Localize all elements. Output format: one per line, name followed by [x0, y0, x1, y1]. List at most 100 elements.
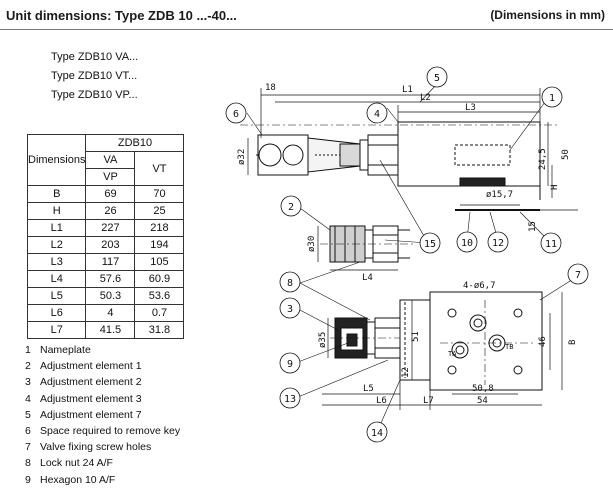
type-item: Type ZDB10 VP...: [51, 89, 138, 101]
legend-item: 4 Adjustment element 3: [25, 391, 205, 407]
adjustment-element-2: [327, 317, 401, 359]
legend-num: 7: [25, 441, 31, 454]
legend-text: Space required to remove key: [40, 425, 181, 438]
legend-text: Lock nut 24 A/F: [40, 457, 113, 470]
leader-3: [297, 308, 339, 331]
screw-hole: [513, 308, 523, 318]
dim-label: 12: [401, 367, 411, 378]
legend-item: 7 Valve fixing screw holes: [25, 439, 205, 455]
legend-item: 2 Adjustment element 1: [25, 358, 205, 374]
dim-label: 46: [538, 336, 548, 347]
callouts: 1 2 3 4 5 6 7 8 9 10 11 12 13 14 15: [225, 66, 589, 443]
callout-text: 8: [287, 278, 293, 289]
subplate-section: [455, 204, 578, 211]
cell-va-vp: 227: [85, 219, 136, 237]
port-inner: [455, 345, 465, 355]
callout-15: 15: [419, 232, 441, 254]
callout-text: 3: [287, 304, 293, 315]
dim-label: B: [568, 340, 578, 345]
legend-num: 8: [25, 457, 31, 470]
row-label: L5: [26, 287, 87, 305]
callout-text: 2: [288, 202, 294, 213]
dim-label: L5: [363, 384, 374, 394]
cell-va-vp: 57.6: [85, 270, 136, 288]
dim-label: L2: [420, 93, 431, 103]
leader-11: [519, 211, 549, 241]
callout-1: 1: [541, 86, 563, 108]
key-circle: [258, 143, 282, 167]
dim-label: H: [550, 185, 560, 190]
legend-num: 4: [25, 392, 31, 405]
port-inner: [473, 318, 483, 328]
callout-3: 3: [279, 297, 301, 319]
callout-text: 15: [424, 239, 436, 250]
callout-13: 13: [279, 387, 301, 409]
cell-vt: 25: [134, 202, 185, 220]
dim-label: L6: [376, 396, 387, 406]
row-label: L1: [26, 219, 87, 237]
port-label: TA: [448, 350, 457, 358]
type-list: Type ZDB10 VA... Type ZDB10 VT... Type Z…: [51, 48, 138, 105]
dim-label: L1: [402, 85, 413, 95]
dim-label: ø32: [237, 149, 247, 165]
callout-text: 12: [492, 238, 504, 249]
legend-num: 6: [25, 425, 31, 438]
legend-text: Adjustment element 3: [40, 392, 142, 405]
front-body: [429, 291, 543, 391]
technical-drawing: 18 L1 L2 L3 ø32 24,5 50 H ø15,7 15 ø30 L…: [225, 66, 589, 443]
cell-vt: 70: [134, 185, 185, 203]
scale-ring: [339, 143, 361, 167]
page-title: Unit dimensions: Type ZDB 10 ...-40...: [6, 8, 237, 23]
callout-5: 5: [426, 66, 448, 88]
type-item: Type ZDB10 VA...: [51, 51, 139, 63]
legend-text: Nameplate: [40, 344, 91, 356]
legend-text: Valve fixing screw holes: [40, 441, 152, 454]
dim-label: L4: [362, 273, 373, 283]
leader-4: [386, 107, 399, 123]
col-header-va: VA: [85, 151, 136, 169]
dim-label: L3: [465, 103, 476, 113]
legend-num: 2: [25, 360, 31, 373]
dim-label: 24,5: [538, 148, 548, 170]
adjustment-element-1: [317, 225, 415, 271]
cell-vt: 31.8: [134, 321, 185, 339]
dim-label: 54: [477, 396, 488, 406]
legend-num: 1: [25, 344, 31, 356]
cell-va-vp: 41.5: [85, 321, 136, 339]
callout-2: 2: [280, 195, 302, 217]
col-header-vp: VP: [85, 168, 136, 186]
page-header: Unit dimensions: Type ZDB 10 ...-40... (…: [0, 0, 613, 28]
cell-va-vp: 26: [85, 202, 136, 220]
row-label: L4: [26, 270, 87, 288]
callout-14: 14: [366, 421, 388, 443]
screw-hole: [447, 308, 457, 318]
callout-text: 11: [545, 239, 557, 250]
top-dimensions: [247, 88, 553, 198]
callout-text: 13: [284, 394, 296, 405]
port-circle: [469, 314, 487, 332]
callout-text: 14: [371, 428, 383, 439]
legend-item: 6 Space required to remove key: [25, 423, 205, 439]
callout-10: 10: [456, 231, 478, 253]
hex-socket: [346, 333, 358, 347]
callout-text: 6: [233, 109, 239, 120]
valve-body: [397, 121, 541, 187]
cell-va-vp: 69: [85, 185, 136, 203]
legend-text: Hexagon 10 A/F: [40, 473, 116, 486]
dim-label: 18: [265, 83, 276, 93]
leader-15: [379, 159, 429, 244]
cell-vt: 0.7: [134, 304, 185, 322]
leader-8b: [299, 261, 361, 284]
legend-text: Adjustment element 1: [40, 360, 142, 373]
cell-vt: 194: [134, 236, 185, 254]
dim-label: ø35: [318, 332, 328, 348]
row-label: L3: [26, 253, 87, 271]
